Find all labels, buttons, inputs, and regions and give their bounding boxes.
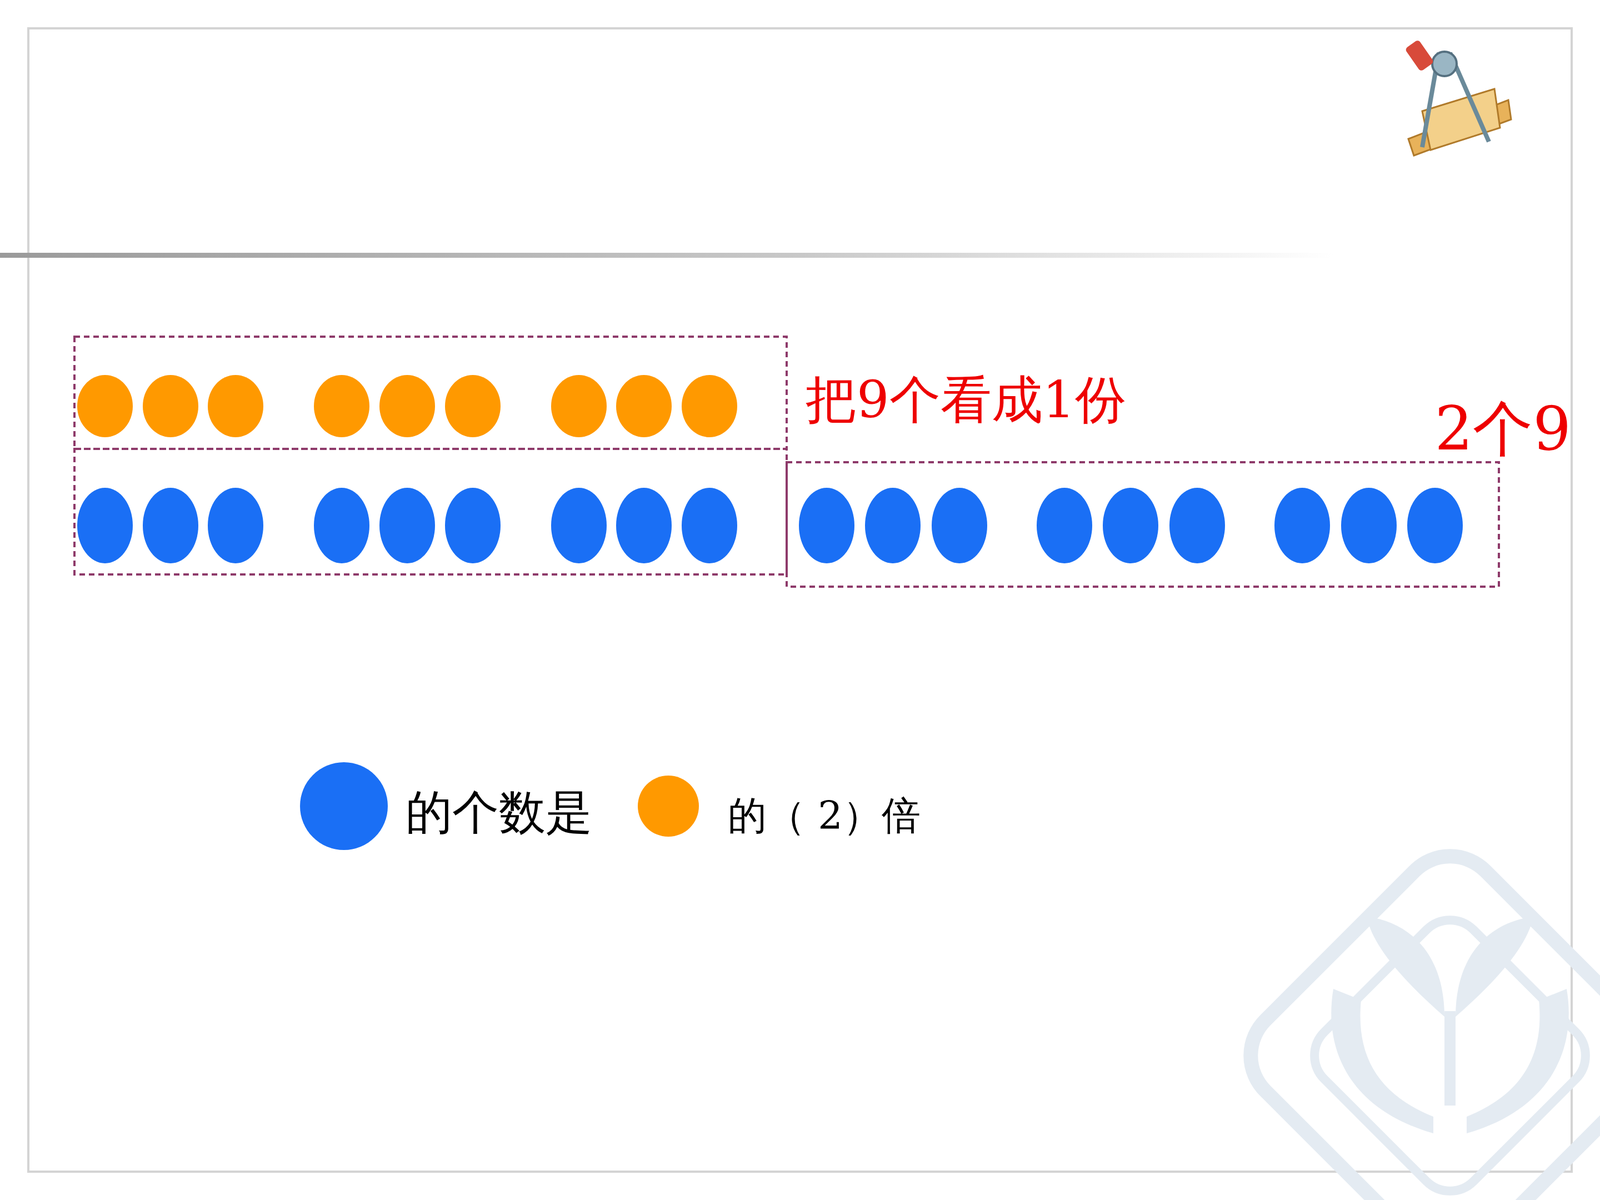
blue-dot (313, 487, 370, 564)
header-line (0, 252, 1334, 258)
blue-dot (207, 487, 264, 564)
blue-dot (1407, 487, 1463, 564)
blue-dots (77, 487, 1463, 564)
blue-dot (616, 487, 672, 564)
orange-dot (207, 375, 264, 438)
blue-dot (142, 487, 199, 564)
orange-dot (313, 375, 370, 438)
blue-dot (1169, 487, 1225, 564)
blue-dot (551, 487, 607, 564)
dashed-group-box (74, 336, 1499, 587)
blue-dot (798, 487, 855, 564)
blue-dot (1102, 487, 1159, 564)
orange-dot (379, 375, 435, 438)
blue-dot (379, 487, 435, 564)
blue-dot-symbol (300, 762, 388, 850)
blue-dot (445, 487, 501, 564)
watermark-logo (1230, 835, 1600, 1200)
orange-dot (616, 375, 672, 438)
orange-dot (551, 375, 607, 438)
blue-dot (681, 487, 738, 564)
group-note: 把9个看成1份 (805, 369, 1127, 431)
sentence-text: 的（ 2）倍 (727, 792, 921, 839)
slide-frame (28, 28, 1572, 1172)
orange-dot (142, 375, 199, 438)
sentence-text: 的个数是 (405, 784, 593, 841)
compass-ruler-icon (1404, 39, 1512, 156)
watermark-leaves (1331, 916, 1569, 1134)
blue-dot (1274, 487, 1330, 564)
orange-dot-symbol (637, 775, 699, 837)
count-note: 2个9 (1435, 392, 1572, 465)
blue-dot (77, 487, 133, 564)
orange-dot (77, 375, 133, 438)
blue-dot (865, 487, 921, 564)
orange-dot (445, 375, 501, 438)
blue-dot (1036, 487, 1093, 564)
orange-dot (681, 375, 738, 438)
blue-dot (1341, 487, 1397, 564)
blue-dot (931, 487, 988, 564)
orange-dots (77, 375, 738, 438)
